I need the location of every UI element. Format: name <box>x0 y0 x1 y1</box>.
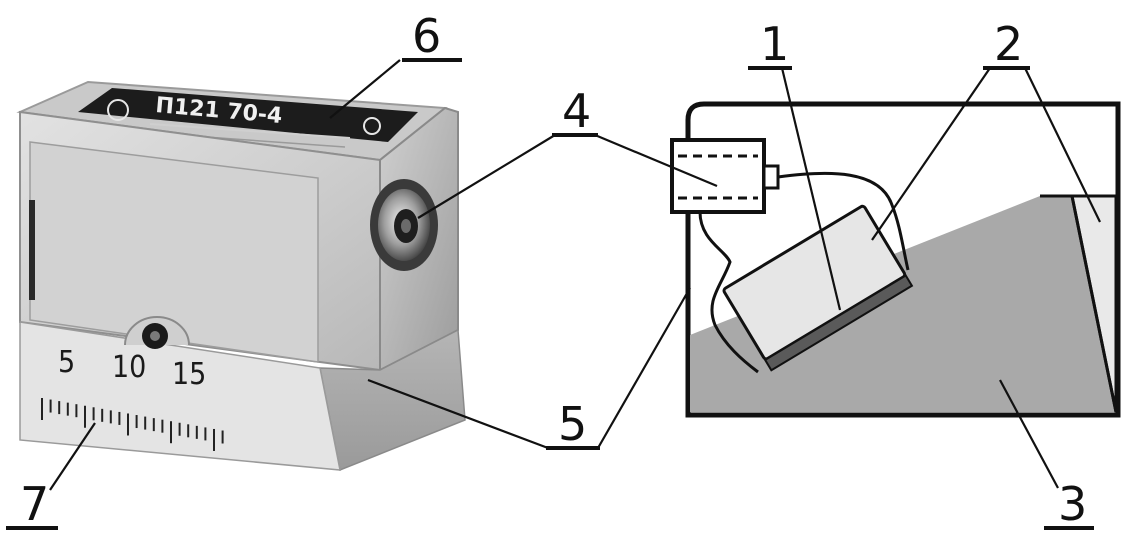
scale-label-5: 5 <box>58 345 75 380</box>
callout-3: 3 <box>1058 477 1087 531</box>
callout-2: 2 <box>994 17 1023 71</box>
leader-5-left <box>367 378 549 450</box>
leader-2-right <box>1024 67 1101 223</box>
nameplate-logo-icon <box>107 99 129 121</box>
probe-nameplate <box>78 88 418 142</box>
wire-bottom <box>698 211 759 374</box>
callout-4: 4 <box>562 84 591 138</box>
leader-lines <box>49 59 1101 491</box>
leader-4-left <box>417 134 556 219</box>
connector-box <box>670 138 766 214</box>
probe-scale-plate <box>19 321 341 471</box>
piezo-element <box>763 274 914 372</box>
nameplate-screw-icon <box>363 117 381 135</box>
leader-5-right <box>597 287 691 449</box>
leader-2-left <box>871 67 991 241</box>
prism-wedge <box>690 196 1116 412</box>
probe-cross-section <box>670 101 1121 418</box>
nameplate-line <box>149 123 351 139</box>
probe-photo: П121 70-4 5 10 15 <box>16 80 466 472</box>
leader-1 <box>780 67 842 311</box>
leader-7 <box>49 422 96 491</box>
transducer <box>722 204 914 372</box>
callout-7: 7 <box>20 477 49 531</box>
leader-6 <box>329 59 401 119</box>
wire-top <box>777 171 910 271</box>
wedge-edge <box>1070 195 1118 413</box>
scale-ticks <box>41 398 224 451</box>
scale-label-15: 15 <box>172 357 206 392</box>
scale-label-10: 10 <box>112 350 146 385</box>
callout-1: 1 <box>760 17 789 71</box>
connector-pin <box>762 164 780 190</box>
probe-connector <box>370 179 438 271</box>
callout-5: 5 <box>558 397 587 451</box>
scale-screw-center <box>150 331 160 341</box>
callout-6: 6 <box>412 9 441 63</box>
leader-4-right <box>594 133 718 188</box>
callouts: 6 4 1 2 5 3 7 <box>6 9 1094 531</box>
leader-3 <box>999 379 1059 489</box>
